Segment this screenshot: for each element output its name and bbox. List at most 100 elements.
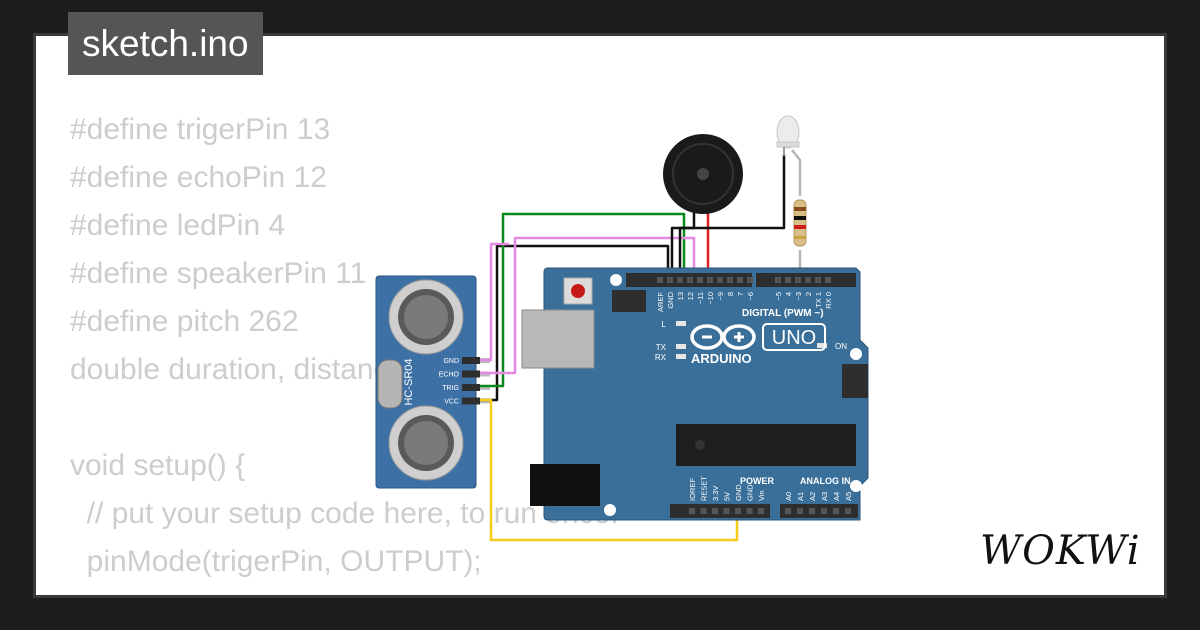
power-pin-label: 3.3V [711,486,720,501]
analog-pin[interactable] [785,508,791,514]
wire-led-anode [791,149,802,196]
sensor-mesh-inner-bottom [404,421,448,465]
digital-pin-label: ~11 [696,292,705,304]
analog-pin-label: A4 [832,492,841,501]
logo-loop-right [722,324,756,350]
sensor-pin-label: ECHO [439,372,460,379]
sensor-pin[interactable] [462,357,480,364]
digital-pin[interactable] [785,277,791,283]
sensor-mesh-inner-top [404,295,448,339]
sensor-pin[interactable] [462,370,480,378]
analog-label: ANALOG IN [800,476,851,486]
power-pin[interactable] [723,508,730,514]
power-pin-label: RESET [700,476,709,501]
digital-pin-label: ~9 [716,292,725,301]
digital-pin[interactable] [707,277,713,283]
power-pin[interactable] [735,508,741,514]
digital-pin-label: ~5 [774,292,783,301]
wire-echo [480,212,686,388]
wire-led-gnd [678,154,786,278]
analog-pin[interactable] [809,508,815,514]
code-line: pinMode(trigerPin, OUTPUT); [70,545,482,578]
digital-pin[interactable] [697,277,703,283]
digital-pin[interactable] [727,277,733,283]
resistor-band-3 [794,225,806,229]
analog-pin[interactable] [797,508,803,514]
icsp-header [612,290,646,312]
resistor-band-2 [794,216,806,220]
digital-pin-label: 8 [726,292,735,296]
sensor-crystal [377,359,403,409]
mount-hole-1 [610,274,622,286]
digital-pin-label: AREF [656,292,665,312]
digital-pin[interactable] [677,277,683,283]
digital-pin-label: ~10 [706,292,715,305]
reset-button[interactable] [571,284,585,298]
power-pin[interactable] [758,508,764,514]
digital-pin-label: GND [666,291,675,308]
code-line: void setup() { [70,449,246,482]
analog-pin[interactable] [845,508,851,514]
digital-pin[interactable] [667,277,673,283]
led[interactable] [776,115,800,156]
analog-pin-label: A1 [796,492,805,501]
digital-pin[interactable] [775,277,781,283]
digital-pin[interactable] [795,277,801,283]
led-bulb [776,115,800,149]
digital-pin[interactable] [717,277,723,283]
code-line: #define speakerPin 11 [70,257,367,290]
sensor-model-label: HC-SR04 [403,358,415,405]
mount-hole-4 [604,504,616,516]
digital-pin-label: 7 [736,292,745,296]
file-tab[interactable]: sketch.ino [68,12,263,75]
analog-header-block [780,504,858,518]
digital-pin[interactable] [747,277,753,283]
digital-pin[interactable] [657,277,663,283]
analog-pin-label: A3 [820,492,829,501]
led-indicator [676,354,686,359]
code-line: #define trigerPin 13 [70,113,331,146]
digital-pin[interactable] [687,277,693,283]
power-jack [530,464,600,506]
chip-notch [695,440,705,450]
brand-label: ARDUINO [691,351,752,366]
digital-pin-label: 2 [804,292,813,296]
code-view[interactable]: #define trigerPin 13#define echoPin 12#d… [70,106,619,595]
digital-pin[interactable] [825,277,831,283]
buzzer-ring [672,143,734,205]
sensor-pin[interactable] [462,384,480,391]
digital-pin-label: RX 0 [824,292,833,309]
digital-pin[interactable] [805,277,811,283]
wire-trig [480,236,696,375]
power-pin[interactable] [712,508,718,514]
digital-pin[interactable] [737,277,743,283]
power-pin[interactable] [746,508,753,514]
piezo-buzzer[interactable] [663,134,743,214]
resistor-band-1 [794,207,806,211]
power-pin-label: 5V [723,492,732,501]
resistor-body [793,199,807,247]
sensor-pin[interactable] [462,397,480,405]
power-pin[interactable] [689,508,695,514]
mount-hole-3 [850,480,862,492]
resistor[interactable] [793,199,807,247]
model-badge [762,323,826,351]
power-pin-label: Vin [757,490,766,501]
power-pin-label: IOREF [688,478,697,501]
analog-pin-label: A5 [844,492,853,501]
analog-pin[interactable] [821,508,827,514]
digital-pin[interactable] [815,277,821,283]
analog-header [780,504,858,518]
analog-pin[interactable] [833,508,839,514]
led-indicator-label: TX [656,343,667,352]
power-pin[interactable] [700,508,707,514]
digital-pin-label: ~6 [746,292,755,301]
power-header-block [670,504,770,518]
